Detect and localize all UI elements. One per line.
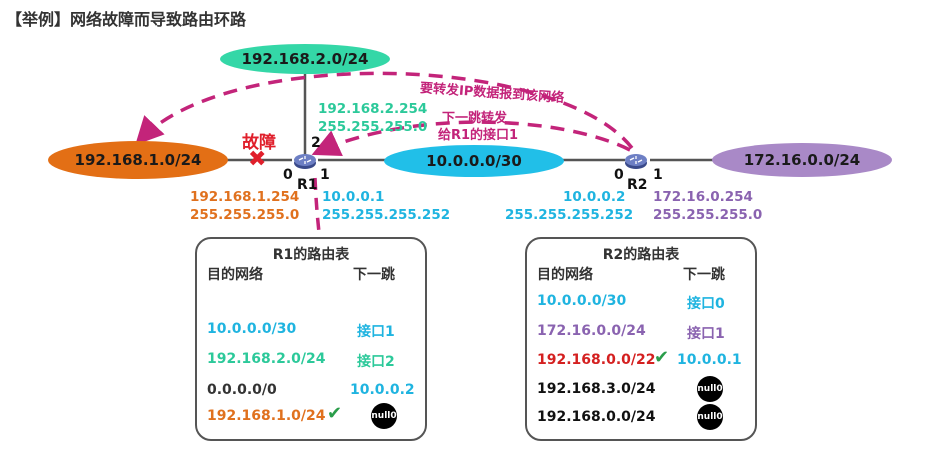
r1-port-2: 2 xyxy=(311,135,321,151)
table-row: 192.168.0.0/22 xyxy=(537,352,656,368)
r1-if1-ip: 10.0.0.1 xyxy=(322,189,385,205)
r1-col-dest: 目的网络 xyxy=(207,267,263,283)
r2-if0-ip: 10.0.0.2 xyxy=(563,189,626,205)
annotation-next-hop-1: 下一跳转发 xyxy=(442,111,508,126)
r1-port-0: 0 xyxy=(283,167,293,183)
network-172-16-0: 172.16.0.0/24 xyxy=(712,143,892,177)
r2-port-0: 0 xyxy=(614,167,624,183)
table-row: 10.0.0.0/30 xyxy=(537,293,627,309)
forward-arrow xyxy=(135,71,634,150)
table-row: 0.0.0.0/0 xyxy=(207,382,277,398)
router-r2-label: R2 xyxy=(627,177,648,193)
router-r2-icon xyxy=(625,154,647,169)
r2-if1-mask: 255.255.255.0 xyxy=(653,207,763,223)
r1-if2-mask: 255.255.255.0 xyxy=(318,119,428,135)
next-hop-arrow xyxy=(311,120,631,157)
null0-badge: null0 xyxy=(697,404,723,430)
table-row: 172.16.0.0/24 xyxy=(537,323,646,339)
check-icon: ✔ xyxy=(327,403,343,424)
router-r1-icon xyxy=(294,154,316,169)
r2-col-dest: 目的网络 xyxy=(537,267,593,283)
table-row: 10.0.0.2 xyxy=(350,382,415,398)
r2-if0-mask: 255.255.255.252 xyxy=(505,207,634,223)
network-192-168-1: 192.168.1.0/24 xyxy=(48,141,228,179)
r1-table-title: R1的路由表 xyxy=(272,247,350,263)
r1-if1-mask: 255.255.255.252 xyxy=(322,207,451,223)
table-row: 10.0.0.1 xyxy=(677,352,742,368)
table-row: 接口1 xyxy=(357,324,395,340)
r2-routing-table: R2的路由表 目的网络 下一跳 10.0.0.0/30 接口0 172.16.0… xyxy=(525,237,757,441)
null0-badge: null0 xyxy=(371,403,397,429)
r2-if1-ip: 172.16.0.254 xyxy=(653,189,753,205)
r1-if0-ip: 192.168.1.254 xyxy=(190,189,300,205)
page-title: 【举例】网络故障而导致路由环路 xyxy=(6,10,247,29)
r1-routing-table: R1的路由表 目的网络 下一跳 10.0.0.0/30 接口1 192.168.… xyxy=(195,237,427,441)
null0-badge: null0 xyxy=(697,376,723,402)
table-row: 192.168.3.0/24 xyxy=(537,381,656,397)
fault-x-icon: ✖ xyxy=(248,147,267,172)
annotation-next-hop-2: 给R1的接口1 xyxy=(438,128,519,143)
table-row: 192.168.2.0/24 xyxy=(207,351,326,367)
table-row: 接口2 xyxy=(357,354,395,370)
table-row: 接口1 xyxy=(687,326,725,342)
r2-port-1: 1 xyxy=(653,167,663,183)
table-row: 10.0.0.0/30 xyxy=(207,321,297,337)
check-icon: ✔ xyxy=(654,347,670,368)
r1-col-next: 下一跳 xyxy=(353,267,395,283)
table-row: 192.168.0.0/24 xyxy=(537,409,656,425)
table-row: 接口0 xyxy=(687,296,725,312)
network-192-168-2: 192.168.2.0/24 xyxy=(220,44,390,74)
table-row: 192.168.1.0/24 xyxy=(207,408,326,424)
fault-label: 故障 xyxy=(242,133,276,153)
r2-table-title: R2的路由表 xyxy=(602,247,680,263)
r1-port-1: 1 xyxy=(320,167,330,183)
network-10-0-0: 10.0.0.0/30 xyxy=(384,145,564,177)
router-r1-label: R1 xyxy=(297,177,318,193)
r1-if0-mask: 255.255.255.0 xyxy=(190,207,300,223)
r2-col-next: 下一跳 xyxy=(683,267,725,283)
r1-if2-ip: 192.168.2.254 xyxy=(318,101,428,117)
